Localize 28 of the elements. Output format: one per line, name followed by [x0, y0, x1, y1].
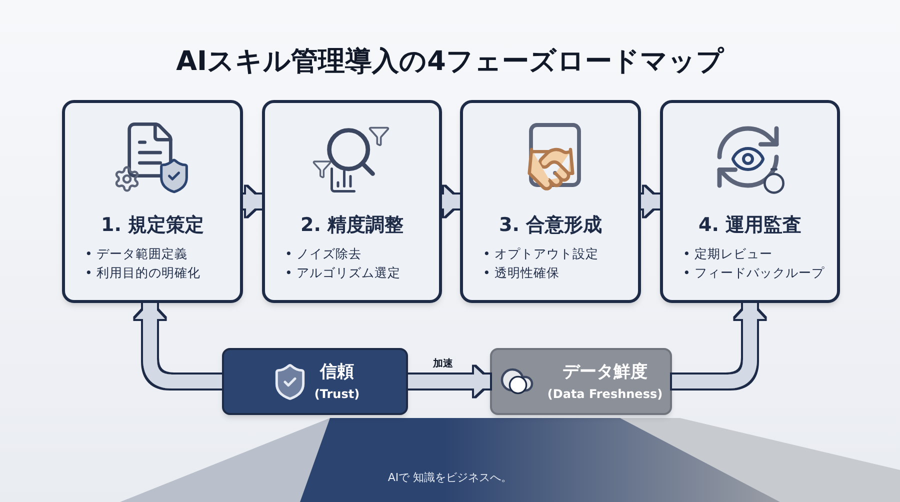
bullet-item: • オプトアウト設定 — [483, 244, 598, 262]
phase-card — [660, 100, 840, 303]
box-subtitle: (Trust) — [314, 386, 360, 404]
bullet-item: • ノイズ除去 — [285, 244, 362, 262]
phase-card — [262, 100, 442, 303]
edge-label: 加速 — [433, 358, 453, 369]
phase-heading: 3. 合意形成 — [498, 213, 602, 238]
bullet-item: • 透明性確保 — [483, 264, 560, 282]
block-arrow — [243, 186, 262, 216]
block-arrow — [641, 186, 660, 216]
phase-card — [62, 100, 243, 303]
phase-card — [460, 100, 641, 303]
bullet-item: • データ範囲定義 — [85, 244, 188, 262]
bullet-item: • 利用目的の明確化 — [85, 264, 200, 282]
block-arrow — [442, 186, 460, 216]
freshness-box — [490, 348, 672, 415]
tagline: AIで 知識をビジネスへ。 — [388, 470, 512, 486]
phase-heading: 1. 規定策定 — [100, 213, 204, 238]
bullet-item: • アルゴリズム選定 — [285, 264, 400, 282]
box-subtitle: (Data Freshness) — [547, 386, 663, 404]
box-title: 信頼 — [320, 360, 354, 384]
trust-box — [222, 348, 408, 415]
bullet-item: • フィードバックループ — [683, 264, 824, 282]
phase-heading: 2. 精度調整 — [300, 213, 404, 238]
bullet-item: • 定期レビュー — [683, 244, 774, 262]
title: AIスキル管理導入の4フェーズロードマップ — [175, 45, 726, 79]
phase-heading: 4. 運用監査 — [698, 213, 802, 238]
box-title: データ鮮度 — [562, 360, 648, 384]
